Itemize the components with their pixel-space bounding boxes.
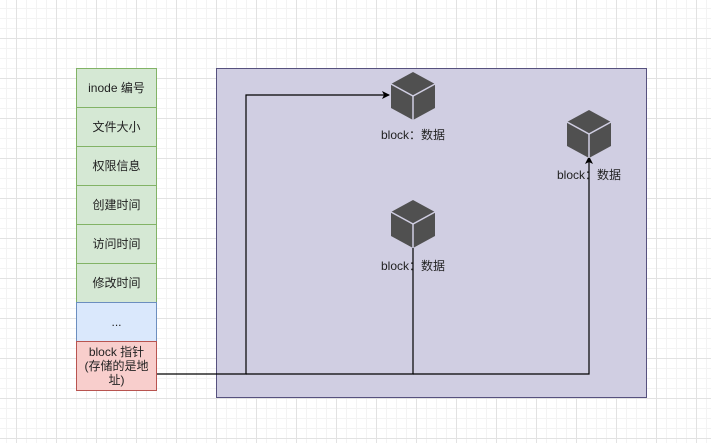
- field-label: block 指针 (存储的是地 址): [85, 345, 149, 387]
- pointer-line: (存储的是地: [84, 359, 149, 373]
- block-label: block：数据: [380, 259, 446, 273]
- field-label: 权限信息: [92, 159, 141, 173]
- cube-icon[interactable]: [390, 72, 436, 120]
- block-label: block：数据: [380, 128, 446, 142]
- field-label: ...: [111, 315, 122, 329]
- inode-field-modified[interactable]: 修改时间: [76, 263, 157, 303]
- field-label: 文件大小: [92, 120, 141, 134]
- connector-to-block-3[interactable]: [413, 156, 593, 375]
- field-label: 修改时间: [92, 276, 141, 290]
- inode-table: inode 编号 文件大小 权限信息 创建时间 访问时间 修改时间 ... bl…: [76, 68, 157, 391]
- inode-field-ellipsis[interactable]: ...: [76, 302, 157, 342]
- cube-icon[interactable]: [390, 200, 436, 248]
- inode-field-number[interactable]: inode 编号: [76, 68, 157, 108]
- pointer-line: block 指针: [88, 345, 145, 359]
- field-label: 访问时间: [92, 237, 141, 251]
- inode-field-size[interactable]: 文件大小: [76, 107, 157, 147]
- field-label: inode 编号: [88, 81, 145, 95]
- cube-icon[interactable]: [566, 110, 612, 158]
- block-label: block：数据: [556, 168, 622, 182]
- field-label: 创建时间: [92, 198, 141, 212]
- inode-field-accessed[interactable]: 访问时间: [76, 224, 157, 264]
- pointer-line: 址): [108, 373, 125, 387]
- inode-field-block-pointer[interactable]: block 指针 (存储的是地 址): [76, 341, 157, 391]
- connector-to-block-1[interactable]: [157, 91, 390, 375]
